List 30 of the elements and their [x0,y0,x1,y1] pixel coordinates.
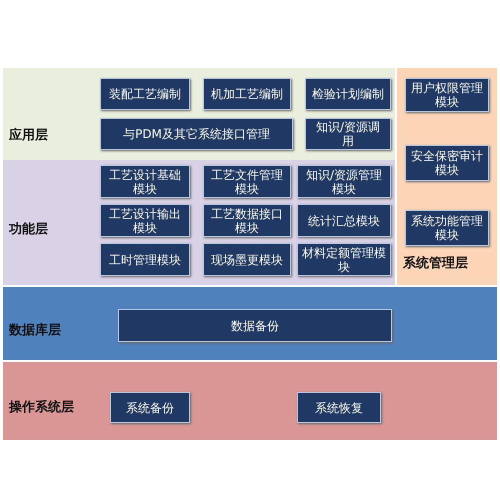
module-box: 检验计划编制 [305,78,391,110]
module-box: 统计汇总模块 [297,204,391,237]
module-box: 系统功能管理模块 [405,210,489,246]
layer-label: 数据库层 [9,322,61,339]
layer-band [3,287,497,360]
module-box: 数据备份 [118,309,392,342]
module-box: 知识/资源管理模块 [297,165,391,198]
layer-label: 操作系统层 [9,398,74,416]
module-box: 工艺数据接口模块 [203,204,291,237]
module-box: 用户权限管理模块 [405,78,489,112]
module-box: 系统备份 [110,392,190,423]
layer-band [3,362,497,440]
module-box: 工艺设计输出模块 [100,204,190,237]
layer-label: 系统管理层 [403,254,468,272]
module-box: 系统恢复 [297,392,381,423]
layer-band [3,68,395,160]
module-box: 与PDM及其它系统接口管理 [100,118,293,150]
layer-label: 功能层 [9,221,48,238]
module-box: 装配工艺编制 [100,78,190,110]
module-box: 机加工艺编制 [203,78,291,110]
module-box: 工时管理模块 [100,243,190,276]
module-box: 安全保密审计模块 [405,145,489,181]
layer-band [397,68,497,285]
layer-band [3,160,395,285]
module-box: 材料定额管理模块 [297,243,391,276]
module-box: 现场墨更模块 [203,243,291,276]
module-box: 工艺设计基础模块 [100,165,190,198]
module-box: 工艺文件管理模块 [203,165,291,198]
layer-label: 应用层 [9,126,48,144]
module-box: 知识/资源调用 [305,118,391,150]
